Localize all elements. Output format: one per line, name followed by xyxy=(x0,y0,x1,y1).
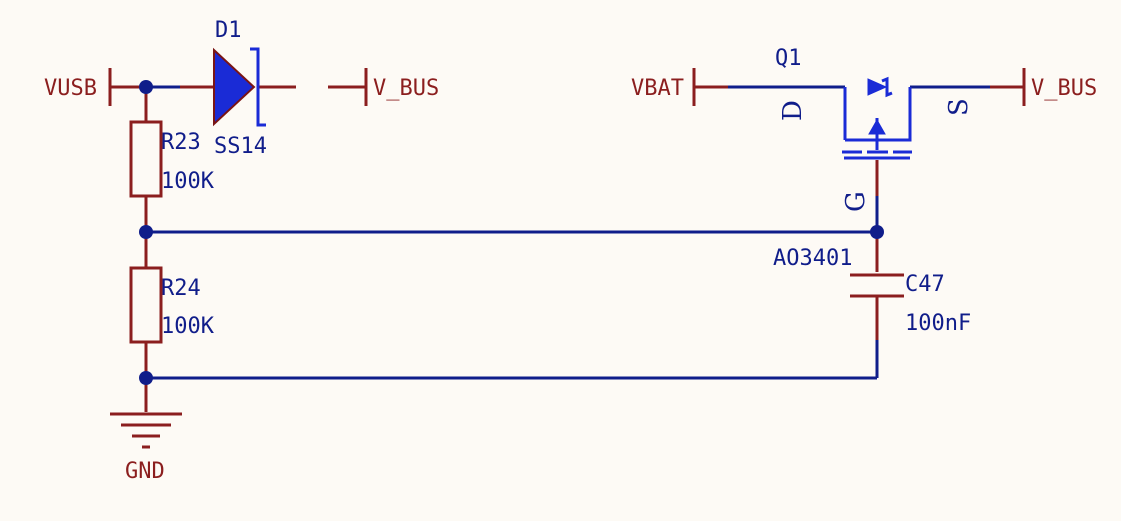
port-bars xyxy=(108,68,1026,106)
q1-diode-triangle xyxy=(867,78,888,96)
junctions xyxy=(139,80,884,385)
d1-ref: D1 xyxy=(215,18,242,43)
q1-body-arrow xyxy=(868,118,886,135)
c47-symbol[interactable] xyxy=(850,273,904,298)
c47-value: 100nF xyxy=(905,311,971,336)
r23-ref: R23 xyxy=(161,130,201,155)
d1-cathode-bar xyxy=(250,47,266,127)
r23-body[interactable] xyxy=(129,120,163,198)
r24-ref: R24 xyxy=(161,276,201,301)
port-label-vbat: VBAT xyxy=(631,76,684,101)
port-label-vusb: VUSB xyxy=(44,76,97,101)
q1-value: AO3401 xyxy=(773,246,852,271)
junction-vusb xyxy=(139,80,153,94)
junction-divider xyxy=(139,225,153,239)
junction-gate xyxy=(870,225,884,239)
q1-pin-d: D xyxy=(778,100,808,121)
q1-pin-s: S xyxy=(944,98,974,116)
c47-ref: C47 xyxy=(905,272,945,297)
r24-body[interactable] xyxy=(129,266,163,344)
gnd-symbol xyxy=(110,412,182,449)
port-label-vbus-diode: V_BUS xyxy=(373,76,439,101)
d1-symbol[interactable] xyxy=(213,47,266,127)
d1-value: SS14 xyxy=(214,134,267,159)
q1-source-lead xyxy=(877,87,912,142)
q1-pin-g: G xyxy=(841,191,871,212)
q1-diode-bar xyxy=(881,76,893,98)
r23-value: 100K xyxy=(161,169,215,194)
port-label-gnd: GND xyxy=(125,459,165,484)
port-label-vbus-fet: V_BUS xyxy=(1031,76,1097,101)
d1-triangle xyxy=(213,47,256,127)
q1-symbol[interactable] xyxy=(842,76,912,160)
junction-gnd xyxy=(139,371,153,385)
q1-ref: Q1 xyxy=(775,46,802,71)
r24-value: 100K xyxy=(161,314,215,339)
